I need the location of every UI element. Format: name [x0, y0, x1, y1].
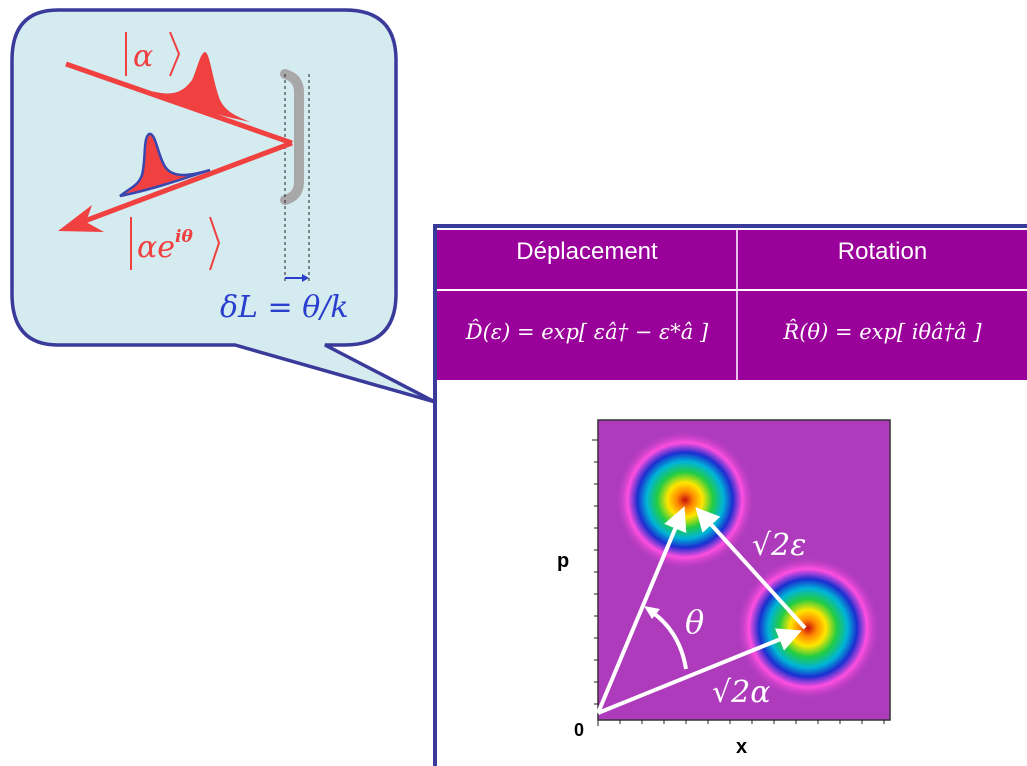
panel-frame [433, 224, 1027, 766]
outgoing-pulse [119, 132, 211, 198]
table-header-displacement: Déplacement [516, 238, 658, 265]
ket-out-exponent: iθ [175, 227, 193, 247]
theta-label: θ [685, 603, 704, 641]
ket-out-angle [209, 216, 221, 271]
incoming-pulse [152, 52, 250, 122]
theta-arc [650, 610, 688, 670]
outgoing-arrowhead [58, 205, 104, 232]
axis-p-label: p [557, 550, 569, 572]
axis-x-label: x [736, 736, 747, 758]
displacement-arrowhead [302, 274, 309, 282]
rotation-formula: R̂(θ) = exp[ iθâ†â ] [783, 320, 982, 344]
origin-label: 0 [574, 720, 584, 740]
callout-bubble [10, 8, 436, 404]
alpha-vector-arrow [597, 628, 802, 715]
outgoing-beam [81, 140, 293, 225]
plot-ticks [592, 439, 885, 726]
operator-table-bg [437, 230, 1027, 380]
incoming-beam [65, 61, 293, 146]
sqrt2-alpha-label: √2α [712, 675, 770, 710]
sqrt2-eps-label: √2ε [752, 528, 806, 563]
delta-l-label: δL = θ/k [220, 290, 349, 325]
ket-out-base: αe [137, 230, 175, 265]
phase-space-plot [592, 419, 891, 726]
ket-out-label: αeiθ [137, 227, 193, 265]
rotated-vector-arrow [596, 506, 687, 714]
epsilon-vector-arrow [695, 507, 807, 630]
ket-in-label: α [133, 39, 153, 74]
plot-frame [597, 419, 891, 721]
mirror-icon [280, 69, 304, 205]
theta-arc-arrowhead [644, 606, 660, 619]
ket-in-angle [169, 31, 181, 77]
displacement-formula: D̂(ε) = exp[ εâ† − ε*â ] [465, 320, 709, 344]
table-header-rotation: Rotation [837, 238, 928, 265]
